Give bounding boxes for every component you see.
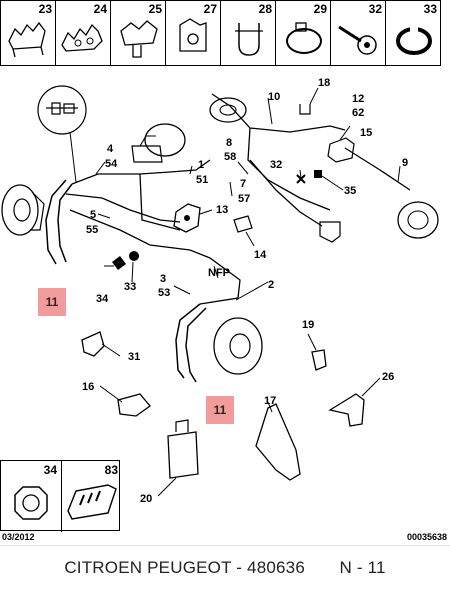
strip-cell-25[interactable]: 25: [110, 0, 166, 66]
corner-parts-box: 34 83: [0, 460, 122, 532]
callout-5: 5: [90, 209, 96, 221]
part-number: 23: [38, 2, 52, 16]
master-cylinder: [131, 123, 186, 163]
clip-icon: [61, 23, 103, 52]
callout-31: 31: [128, 351, 140, 363]
callout-35: 35: [344, 185, 356, 197]
callout-7: 7: [240, 178, 246, 190]
callout-8: 8: [226, 137, 232, 149]
callout-33: 33: [124, 281, 136, 293]
part-number: 25: [148, 2, 162, 16]
callout-53: 53: [158, 287, 170, 299]
callout-20: 20: [140, 493, 152, 505]
callout-17: 17: [264, 395, 276, 407]
highlight-part-11-right[interactable]: 11: [206, 396, 234, 424]
callout-4: 4: [107, 143, 114, 155]
callout-58: 58: [224, 151, 236, 163]
callout-9: 9: [402, 157, 408, 169]
parts-strip: 23 24 25 27: [0, 0, 450, 66]
callout-15: 15: [360, 127, 372, 139]
strip-cell-29[interactable]: 29: [275, 0, 331, 66]
strip-cell-28[interactable]: 28: [220, 0, 276, 66]
corner-cell-83[interactable]: 83: [61, 461, 122, 532]
rear-right-drum: [397, 201, 439, 239]
callout-34: 34: [96, 293, 109, 305]
strip-cell-33[interactable]: 33: [385, 0, 441, 66]
junction-block: [173, 203, 201, 233]
strip-cell-24[interactable]: 24: [55, 0, 111, 66]
callout-13: 13: [216, 204, 228, 216]
bracket-icon: [179, 18, 207, 52]
callout-54: 54: [105, 158, 118, 170]
callout-1: 1: [198, 159, 204, 171]
highlight-part-11-left[interactable]: 11: [38, 288, 66, 316]
clip-icon: [8, 21, 46, 58]
strip-cell-32[interactable]: 32: [330, 0, 386, 66]
corner-cell-34[interactable]: 34: [1, 461, 61, 532]
callout-14: 14: [254, 249, 267, 261]
part-number: 28: [258, 2, 272, 16]
rear-top-drum: [209, 97, 247, 123]
strip-cell-23[interactable]: 23: [0, 0, 56, 66]
part-number: 33: [423, 2, 437, 16]
connector-icon: [67, 484, 117, 520]
part-number: 29: [313, 2, 327, 16]
callout-32: 32: [270, 159, 282, 171]
callout-10: 10: [268, 91, 280, 103]
part-number: 27: [203, 2, 217, 16]
callout-16: 16: [82, 381, 94, 393]
callout-nfp: NFP: [208, 267, 230, 279]
part-number: 24: [93, 2, 107, 16]
part-number: 32: [368, 2, 382, 16]
hose-clamp-icon: [286, 22, 322, 54]
screw-icon: [338, 25, 377, 55]
caption-bar: CITROEN PEUGEOT - 480636 N - 11: [0, 545, 450, 590]
strip-cell-27[interactable]: 27: [165, 0, 221, 66]
parts-diagram: 23 24 25 27: [0, 0, 450, 542]
left-disc: [1, 184, 45, 236]
callout-62: 62: [352, 107, 364, 119]
callout-18: 18: [318, 77, 330, 89]
callout-12: 12: [352, 93, 364, 105]
clip-icon: [235, 23, 263, 56]
callout-26: 26: [382, 371, 394, 383]
brake-pipe-diagram: 4 54 1 51 7 57 5 55 13 14 10 18 12 62 15…: [1, 77, 439, 505]
footer-ref: 00035638: [406, 532, 447, 542]
part-number: 83: [104, 463, 118, 477]
circlip-icon: [396, 27, 432, 55]
front-right-disc: [213, 317, 263, 375]
callout-57: 57: [238, 193, 250, 205]
part-number: 34: [43, 463, 57, 477]
callout-51: 51: [196, 174, 208, 186]
callout-2: 2: [268, 279, 274, 291]
callout-55: 55: [86, 224, 98, 236]
clip-icon: [120, 20, 158, 58]
callout-3: 3: [160, 273, 166, 285]
detail-circle: [37, 85, 87, 135]
footer-date: 03/2012: [2, 532, 35, 542]
caption-text: CITROEN PEUGEOT - 480636 N - 11: [64, 558, 386, 577]
nut-icon: [14, 486, 48, 520]
callout-19: 19: [302, 319, 314, 331]
